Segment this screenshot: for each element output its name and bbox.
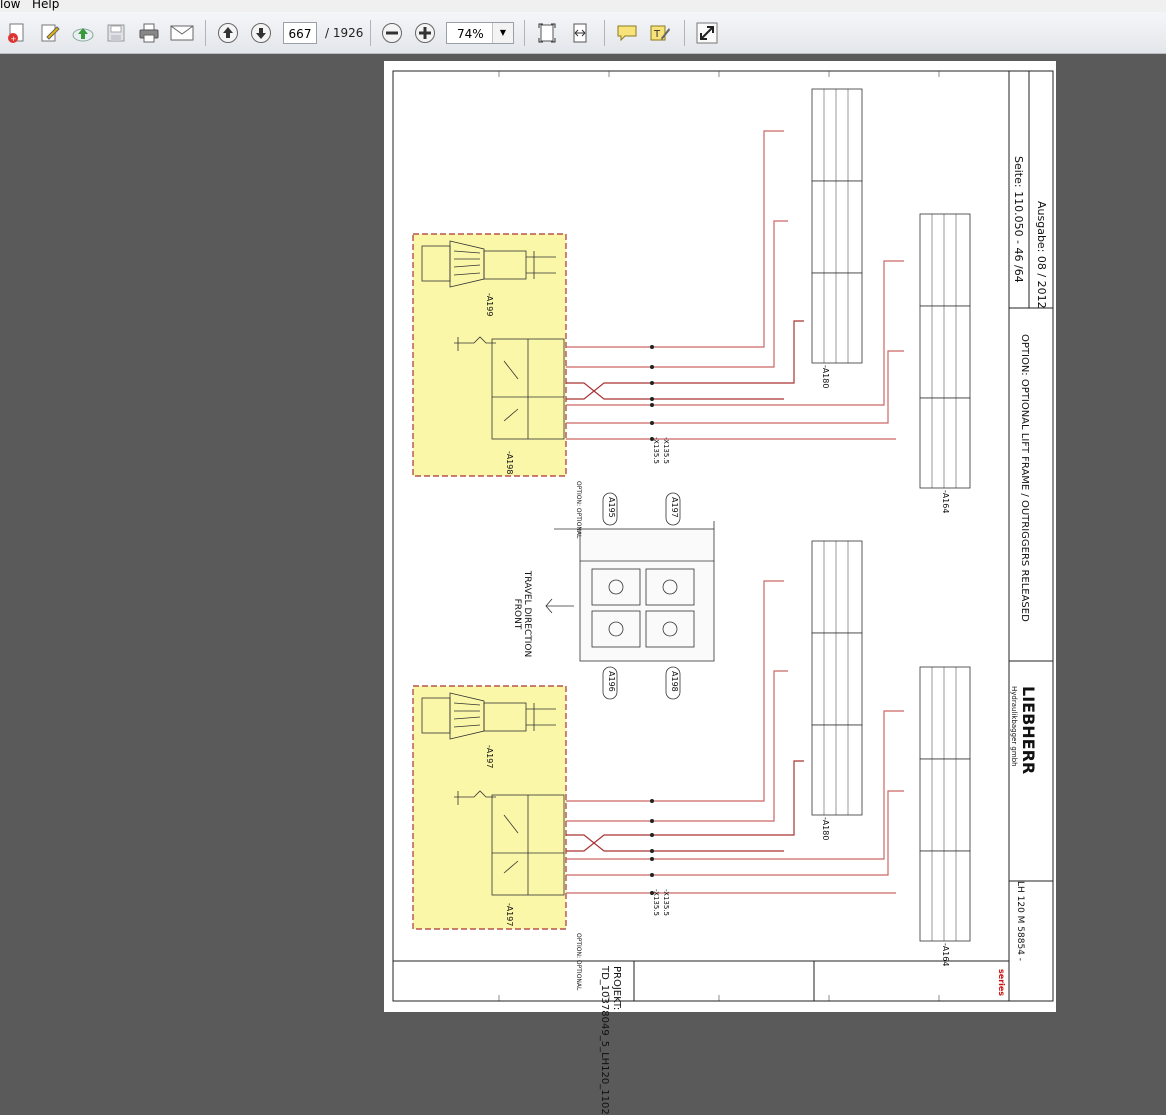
series-logo-text: series <box>997 969 1006 997</box>
label-m198: -A198 <box>505 451 514 475</box>
fullscreen-icon[interactable] <box>694 20 720 46</box>
label-m180b: -A180 <box>821 817 830 841</box>
svg-text:T: T <box>653 29 661 40</box>
edit-icon[interactable] <box>37 20 63 46</box>
zoom-in-icon[interactable] <box>412 20 438 46</box>
upload-icon[interactable] <box>70 20 96 46</box>
page-total: / 1926 <box>325 26 364 40</box>
label-a198: A198 <box>670 671 679 692</box>
label-x135-b: -X135.5 <box>662 437 670 465</box>
label-option-bottom: OPTION: OPTIONAL <box>575 933 582 991</box>
project-number: TD_10378049_5_LH120_1102 <box>599 966 610 1115</box>
schematic-drawing <box>392 70 1054 1002</box>
zoom-value: 74% <box>457 27 484 41</box>
highlight-icon[interactable]: T <box>647 20 673 46</box>
company-name: LIEBHERR <box>1019 686 1038 775</box>
fit-width-icon[interactable] <box>567 20 593 46</box>
create-pdf-icon[interactable]: + <box>4 20 30 46</box>
label-x135-c: -X135.5 <box>652 889 660 917</box>
label-m197b: -A197 <box>505 903 514 927</box>
chevron-down-icon[interactable]: ▼ <box>492 23 513 43</box>
menu-item-help[interactable]: Help <box>32 0 60 11</box>
label-a195: A195 <box>607 497 616 518</box>
fit-page-icon[interactable] <box>534 20 560 46</box>
comment-icon[interactable] <box>614 20 640 46</box>
email-icon[interactable] <box>169 20 195 46</box>
project-label: PROJEKT: <box>611 966 622 1011</box>
toolbar-separator <box>524 20 525 46</box>
zoom-out-icon[interactable] <box>379 20 405 46</box>
label-m199: -A199 <box>485 293 494 317</box>
svg-text:+: + <box>11 35 17 43</box>
document-page: OPTION: OPTIONAL LIFT FRAME / OUTRIGGERS… <box>384 61 1056 1115</box>
company-subtitle: Hydraulikbagger gmbh <box>1010 686 1018 767</box>
page-number-input[interactable]: 667 <box>283 22 317 44</box>
toolbar-separator <box>684 20 685 46</box>
label-a196: A196 <box>607 671 616 692</box>
previous-page-icon[interactable] <box>215 20 241 46</box>
label-m180: -A180 <box>821 365 830 389</box>
menu-item-window[interactable]: low <box>0 0 21 11</box>
label-a197: A197 <box>670 497 679 518</box>
next-page-icon[interactable] <box>248 20 274 46</box>
print-icon[interactable] <box>136 20 162 46</box>
label-x135-a: -X135.5 <box>652 437 660 465</box>
sheet-number: Seite: 110.050 - 46 /64 <box>1012 156 1025 283</box>
toolbar-separator <box>205 20 206 46</box>
toolbar-separator <box>604 20 605 46</box>
travel-direction-label: TRAVEL DIRECTION FRONT <box>512 570 532 658</box>
zoom-select[interactable]: 74% ▼ <box>446 22 514 44</box>
label-m164b: -A164 <box>941 943 950 967</box>
issue-date: Ausgabe: 08 / 2012 <box>1035 201 1048 309</box>
save-icon[interactable] <box>103 20 129 46</box>
menu-bar: low Help <box>0 0 1166 12</box>
toolbar: + 667 / 1926 74% ▼ T <box>0 12 1166 54</box>
drawing-title: OPTION: OPTIONAL LIFT FRAME / OUTRIGGERS… <box>1019 334 1030 622</box>
label-x135-d: -X135.5 <box>662 889 670 917</box>
label-option-top: OPTION: OPTIONAL <box>575 481 582 539</box>
label-m164: -A164 <box>941 490 950 514</box>
label-m197: -A197 <box>485 745 494 769</box>
model-number: LH 120 M 58854 - <box>1015 881 1025 962</box>
toolbar-separator <box>370 20 371 46</box>
